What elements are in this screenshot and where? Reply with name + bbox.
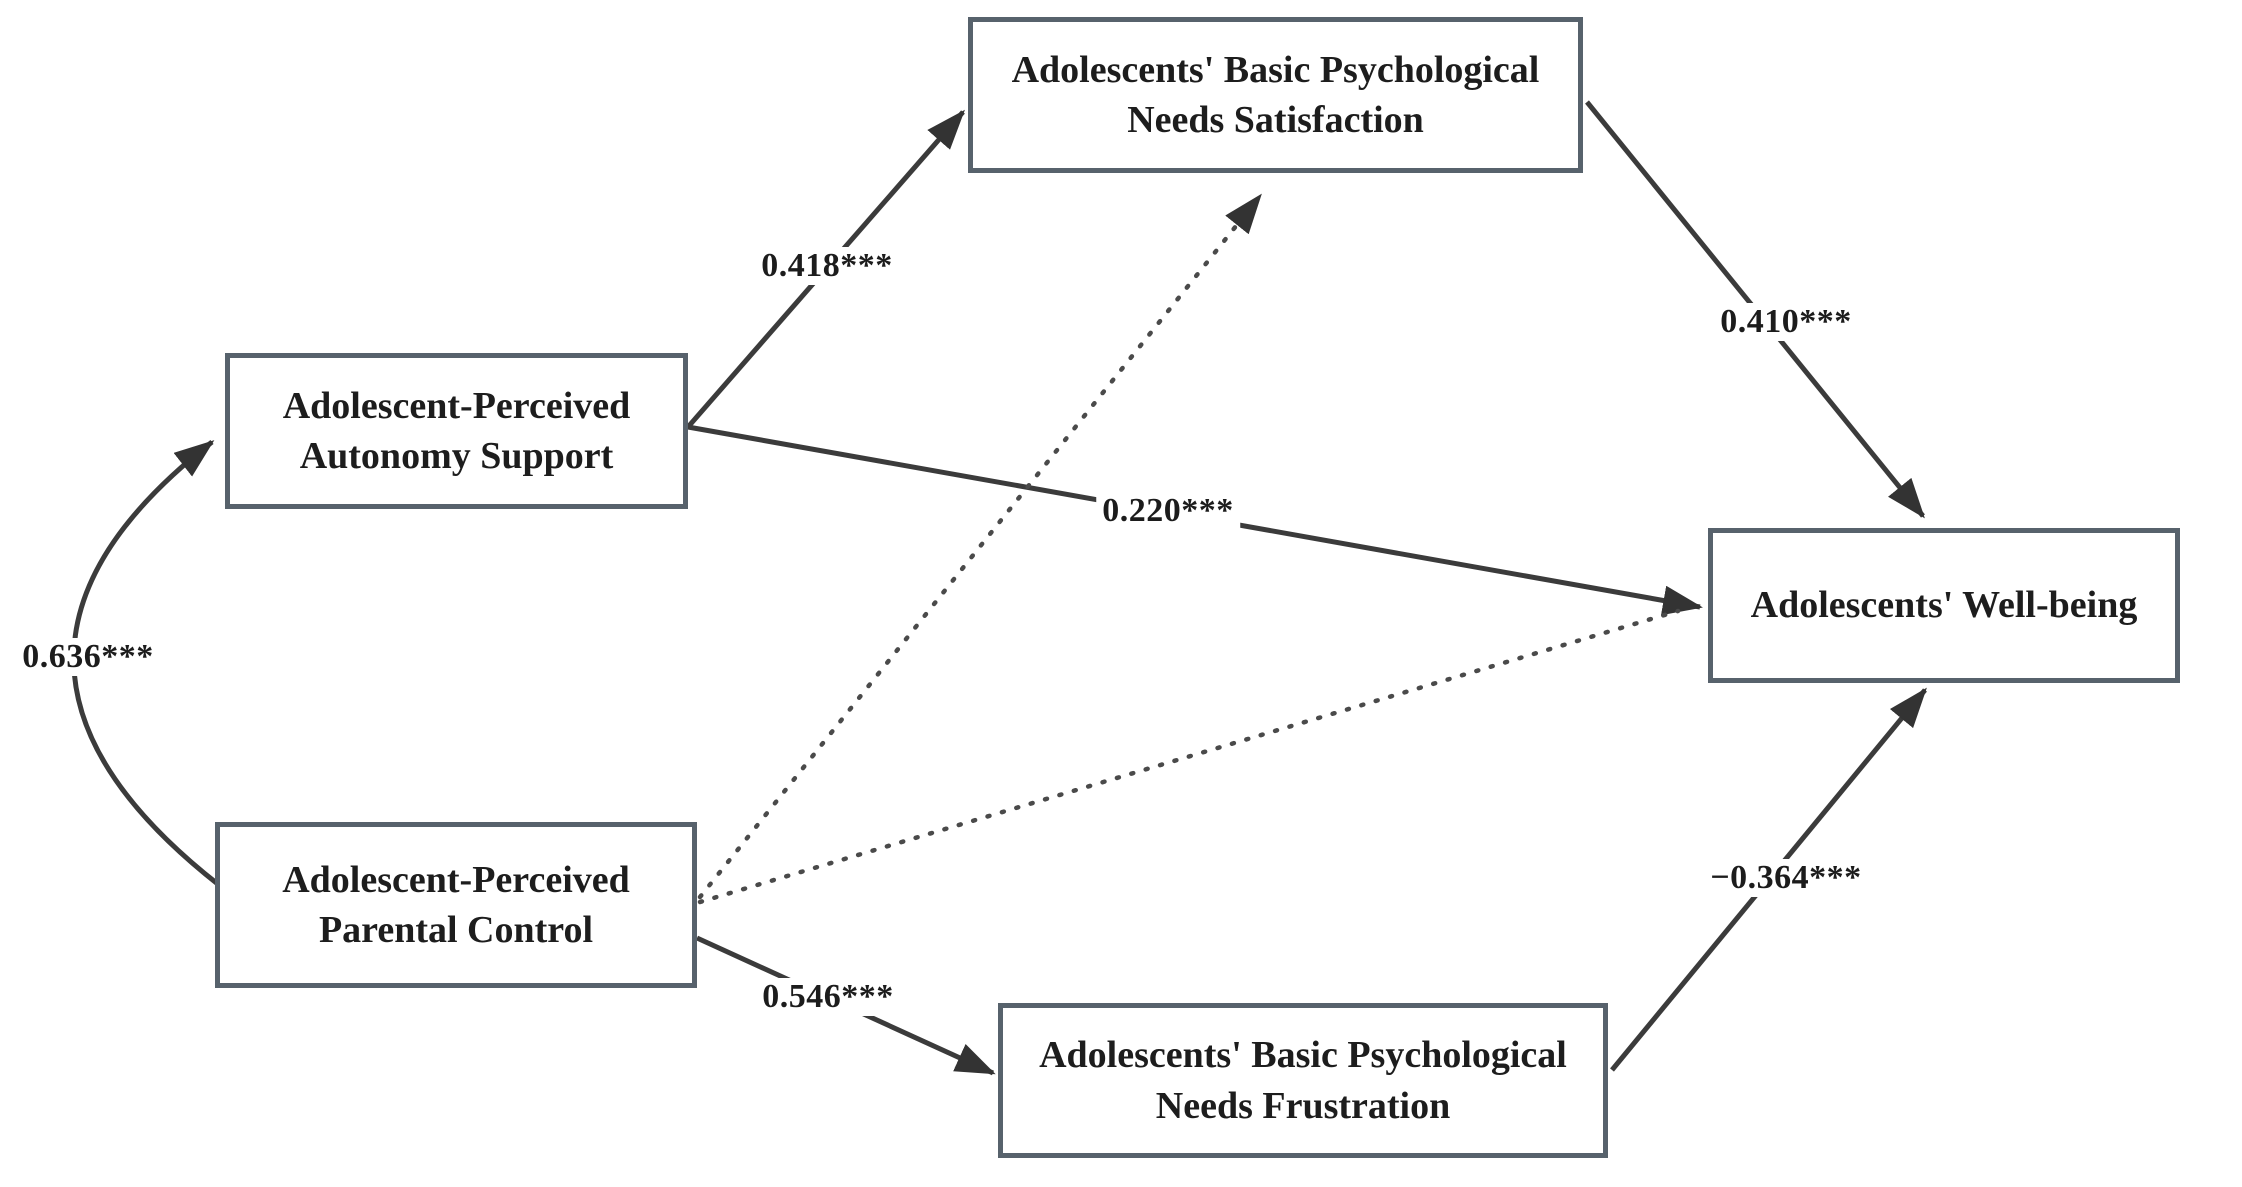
- node-label-line: Adolescent-Perceived: [282, 858, 630, 901]
- node-label-line: Autonomy Support: [299, 435, 614, 477]
- node-label-line: Needs Frustration: [1155, 1084, 1451, 1127]
- node-label-line: Adolescents' Basic Psychological: [1011, 48, 1540, 91]
- node-needs-frustration: Adolescents' Basic Psychological Needs F…: [998, 1003, 1608, 1158]
- node-label-line: Parental Control: [318, 909, 594, 951]
- node-label-line: Adolescent-Perceived: [282, 384, 631, 427]
- coefficient-parental-frustration: 0.546***: [756, 978, 900, 1016]
- node-autonomy-support: Adolescent-Perceived Autonomy Support: [225, 353, 688, 509]
- node-label-line: Needs Satisfaction: [1127, 99, 1424, 141]
- coefficient-satisfaction-wellbeing: 0.410***: [1714, 303, 1858, 341]
- node-needs-satisfaction: Adolescents' Basic Psychological Needs S…: [968, 17, 1583, 173]
- coefficient-autonomy-satisfaction: 0.418***: [755, 247, 899, 285]
- coefficient-autonomy-parental-correlation: 0.636***: [16, 638, 160, 676]
- coefficient-autonomy-wellbeing: 0.220***: [1096, 492, 1240, 530]
- dotted-arrow-parental-to-wellbeing: [697, 608, 1681, 905]
- dotted-arrow-parental-to-satisfaction: [697, 193, 1263, 900]
- node-parental-control: Adolescent-Perceived Parental Control: [215, 822, 697, 988]
- node-label-line: Adolescents' Well-being: [1750, 584, 2138, 627]
- coefficient-frustration-wellbeing: −0.364***: [1704, 859, 1868, 897]
- node-label-line: Adolescents' Basic Psychological: [1039, 1034, 1567, 1077]
- node-wellbeing: Adolescents' Well-being: [1708, 528, 2180, 683]
